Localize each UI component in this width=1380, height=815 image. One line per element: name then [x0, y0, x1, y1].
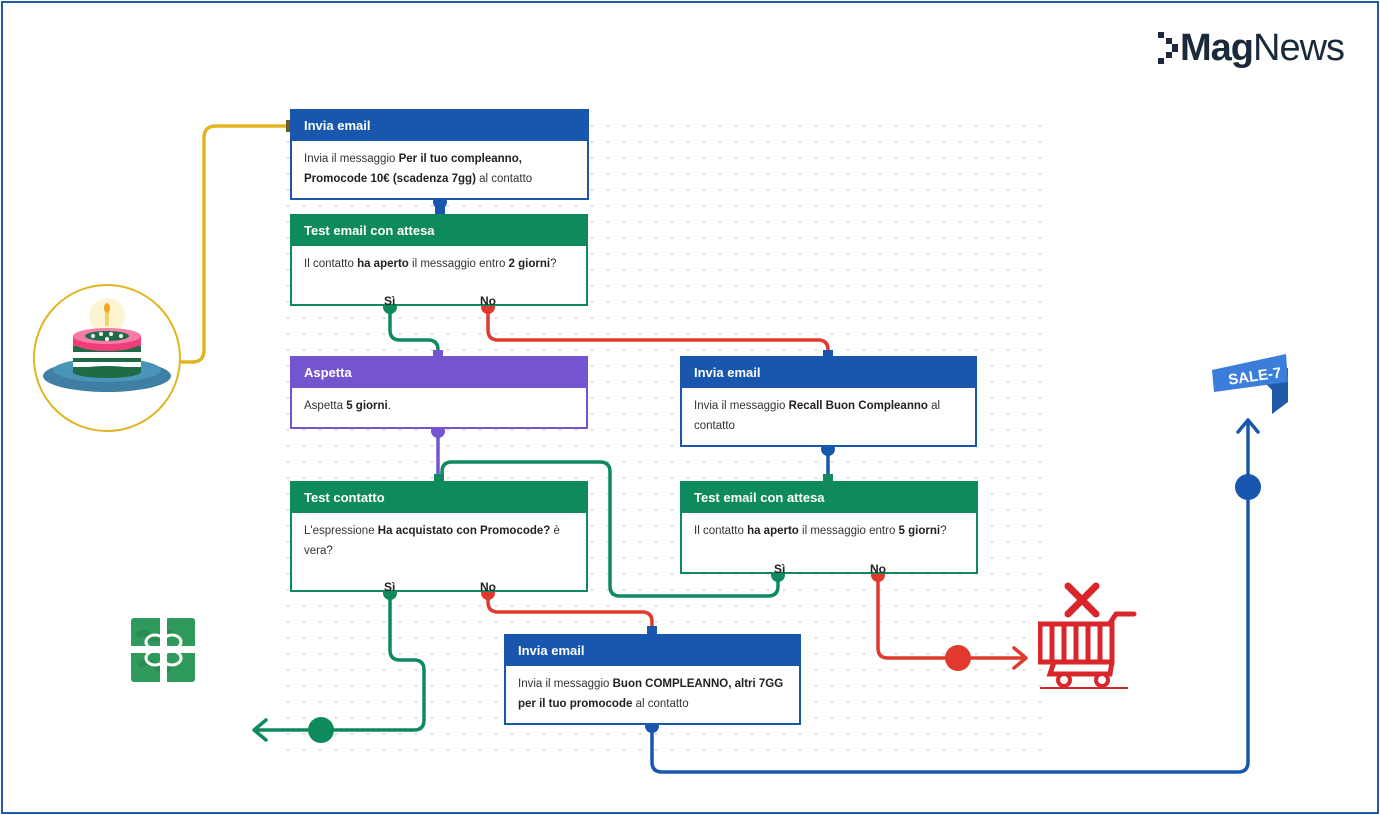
- node-description: L'espressione Ha acquistato con Promocod…: [304, 525, 560, 557]
- node-title: Test contatto: [292, 483, 586, 513]
- branch-no-label: No: [480, 294, 496, 308]
- node-send-email-promocode-extension[interactable]: Invia email Invia il messaggio Buon COMP…: [504, 634, 801, 725]
- cart-path-dot: [945, 645, 971, 671]
- test1-yes-wire: [388, 304, 440, 360]
- node-test-email-wait-5-days[interactable]: Test email con attesa Il contatto ha ape…: [680, 481, 978, 576]
- branch-yes-label: Sì: [774, 562, 786, 576]
- email3-to-sale-wire: [650, 422, 1250, 774]
- email3-to-sale-arrowhead: [1236, 418, 1260, 434]
- node-description: Invia il messaggio Buon COMPLEANNO, altr…: [518, 678, 784, 710]
- node-title: Test email con attesa: [292, 216, 586, 246]
- magnews-logo-text: MagNews: [1180, 26, 1345, 69]
- node-description: Aspetta 5 giorni.: [304, 400, 391, 412]
- test2-yes-loop-wire: [440, 460, 780, 598]
- node-test-email-wait-2-days[interactable]: Test email con attesa Il contatto ha ape…: [290, 214, 588, 308]
- message-name: Recall Buon Compleanno: [788, 400, 928, 412]
- branch-no-label: No: [870, 562, 886, 576]
- branch-yes-label: Sì: [384, 294, 396, 308]
- sale-ribbon-icon: SALE-7: [1212, 354, 1288, 414]
- test1-input-port: [435, 207, 445, 217]
- testcontact-input-port: [434, 474, 444, 484]
- test2-no-arrowhead: [1012, 646, 1028, 670]
- node-description: Invia il messaggio Per il tuo compleanno…: [304, 153, 533, 185]
- birthday-trigger[interactable]: [33, 284, 181, 432]
- gift-path-dot: [308, 717, 334, 743]
- node-description: Invia il messaggio Recall Buon Compleann…: [694, 400, 941, 432]
- test2-no-wire: [876, 572, 1026, 660]
- message-name: Per il tuo compleanno, Promocode 10€ (sc…: [304, 153, 522, 185]
- test2-input-port: [823, 474, 833, 484]
- node-title: Aspetta: [292, 358, 586, 388]
- testcontact-yes-arrowhead: [252, 718, 268, 742]
- node-title: Test email con attesa: [682, 483, 976, 513]
- email3-input-port: [647, 626, 657, 636]
- message-name: Buon COMPLEANNO, altri 7GG per il tuo pr…: [518, 678, 784, 710]
- test1-no-wire: [486, 304, 830, 360]
- birthday-cake-icon: [43, 298, 171, 392]
- gift-box-icon: [131, 618, 195, 682]
- node-title: Invia email: [506, 636, 799, 666]
- cancelled-cart-icon: [1038, 582, 1137, 689]
- node-send-email-birthday[interactable]: Invia email Invia il messaggio Per il tu…: [290, 109, 589, 200]
- node-title: Invia email: [682, 358, 975, 388]
- trigger-wire: [179, 124, 290, 364]
- email2-input-port: [823, 350, 833, 360]
- wait-input-port: [433, 350, 443, 360]
- node-description: Il contatto ha aperto il messaggio entro…: [694, 525, 947, 537]
- magnews-logo: MagNews: [1156, 26, 1345, 70]
- node-send-email-recall[interactable]: Invia email Invia il messaggio Recall Bu…: [680, 356, 977, 447]
- node-test-contact[interactable]: Test contatto L'espressione Ha acquistat…: [290, 481, 588, 594]
- testcontact-no-wire: [486, 590, 654, 636]
- node-description: Il contatto ha aperto il messaggio entro…: [304, 258, 557, 270]
- node-wait[interactable]: Aspetta Aspetta 5 giorni.: [290, 356, 588, 429]
- sale-path-dot: [1235, 474, 1261, 500]
- node-title: Invia email: [292, 111, 587, 141]
- branch-no-label: No: [480, 580, 496, 594]
- testcontact-yes-wire: [254, 590, 426, 732]
- branch-yes-label: Sì: [384, 580, 396, 594]
- magnews-logo-mark-icon: [1158, 32, 1178, 64]
